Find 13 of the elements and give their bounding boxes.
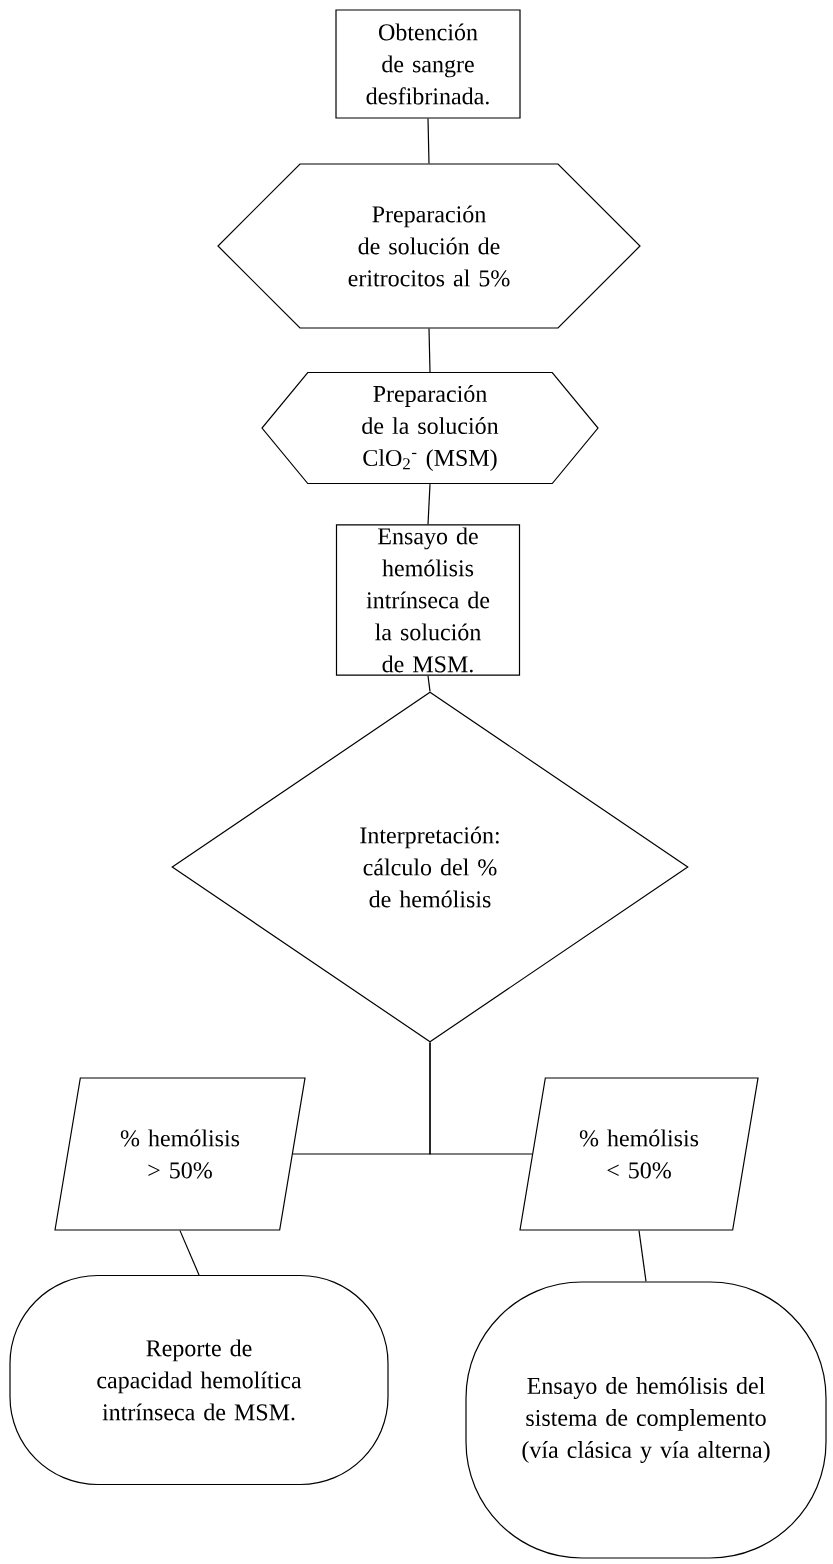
connector-line xyxy=(428,328,431,373)
data-parallelogram: % hemólisis > 50% xyxy=(54,1077,306,1231)
connector-line xyxy=(427,118,430,164)
process-box: Ensayo de hemólisis intrínseca de la solución de MSM. xyxy=(335,524,521,676)
process-box: Obtención de sangre desfibrinada. xyxy=(335,9,521,119)
data-parallelogram: % hemólisis < 50% xyxy=(519,1077,759,1231)
preparation-hexagon: Preparación de la solución ClO$_{2}$$^{-}$ (MSM) xyxy=(261,371,599,485)
connector-line xyxy=(427,675,431,692)
connector-line xyxy=(429,1042,533,1155)
connector-line xyxy=(638,1230,647,1282)
connector-line xyxy=(427,483,431,525)
preparation-hexagon: Preparación de solución de eritrocitos al 5% xyxy=(217,163,641,329)
connector-line xyxy=(179,1230,200,1276)
